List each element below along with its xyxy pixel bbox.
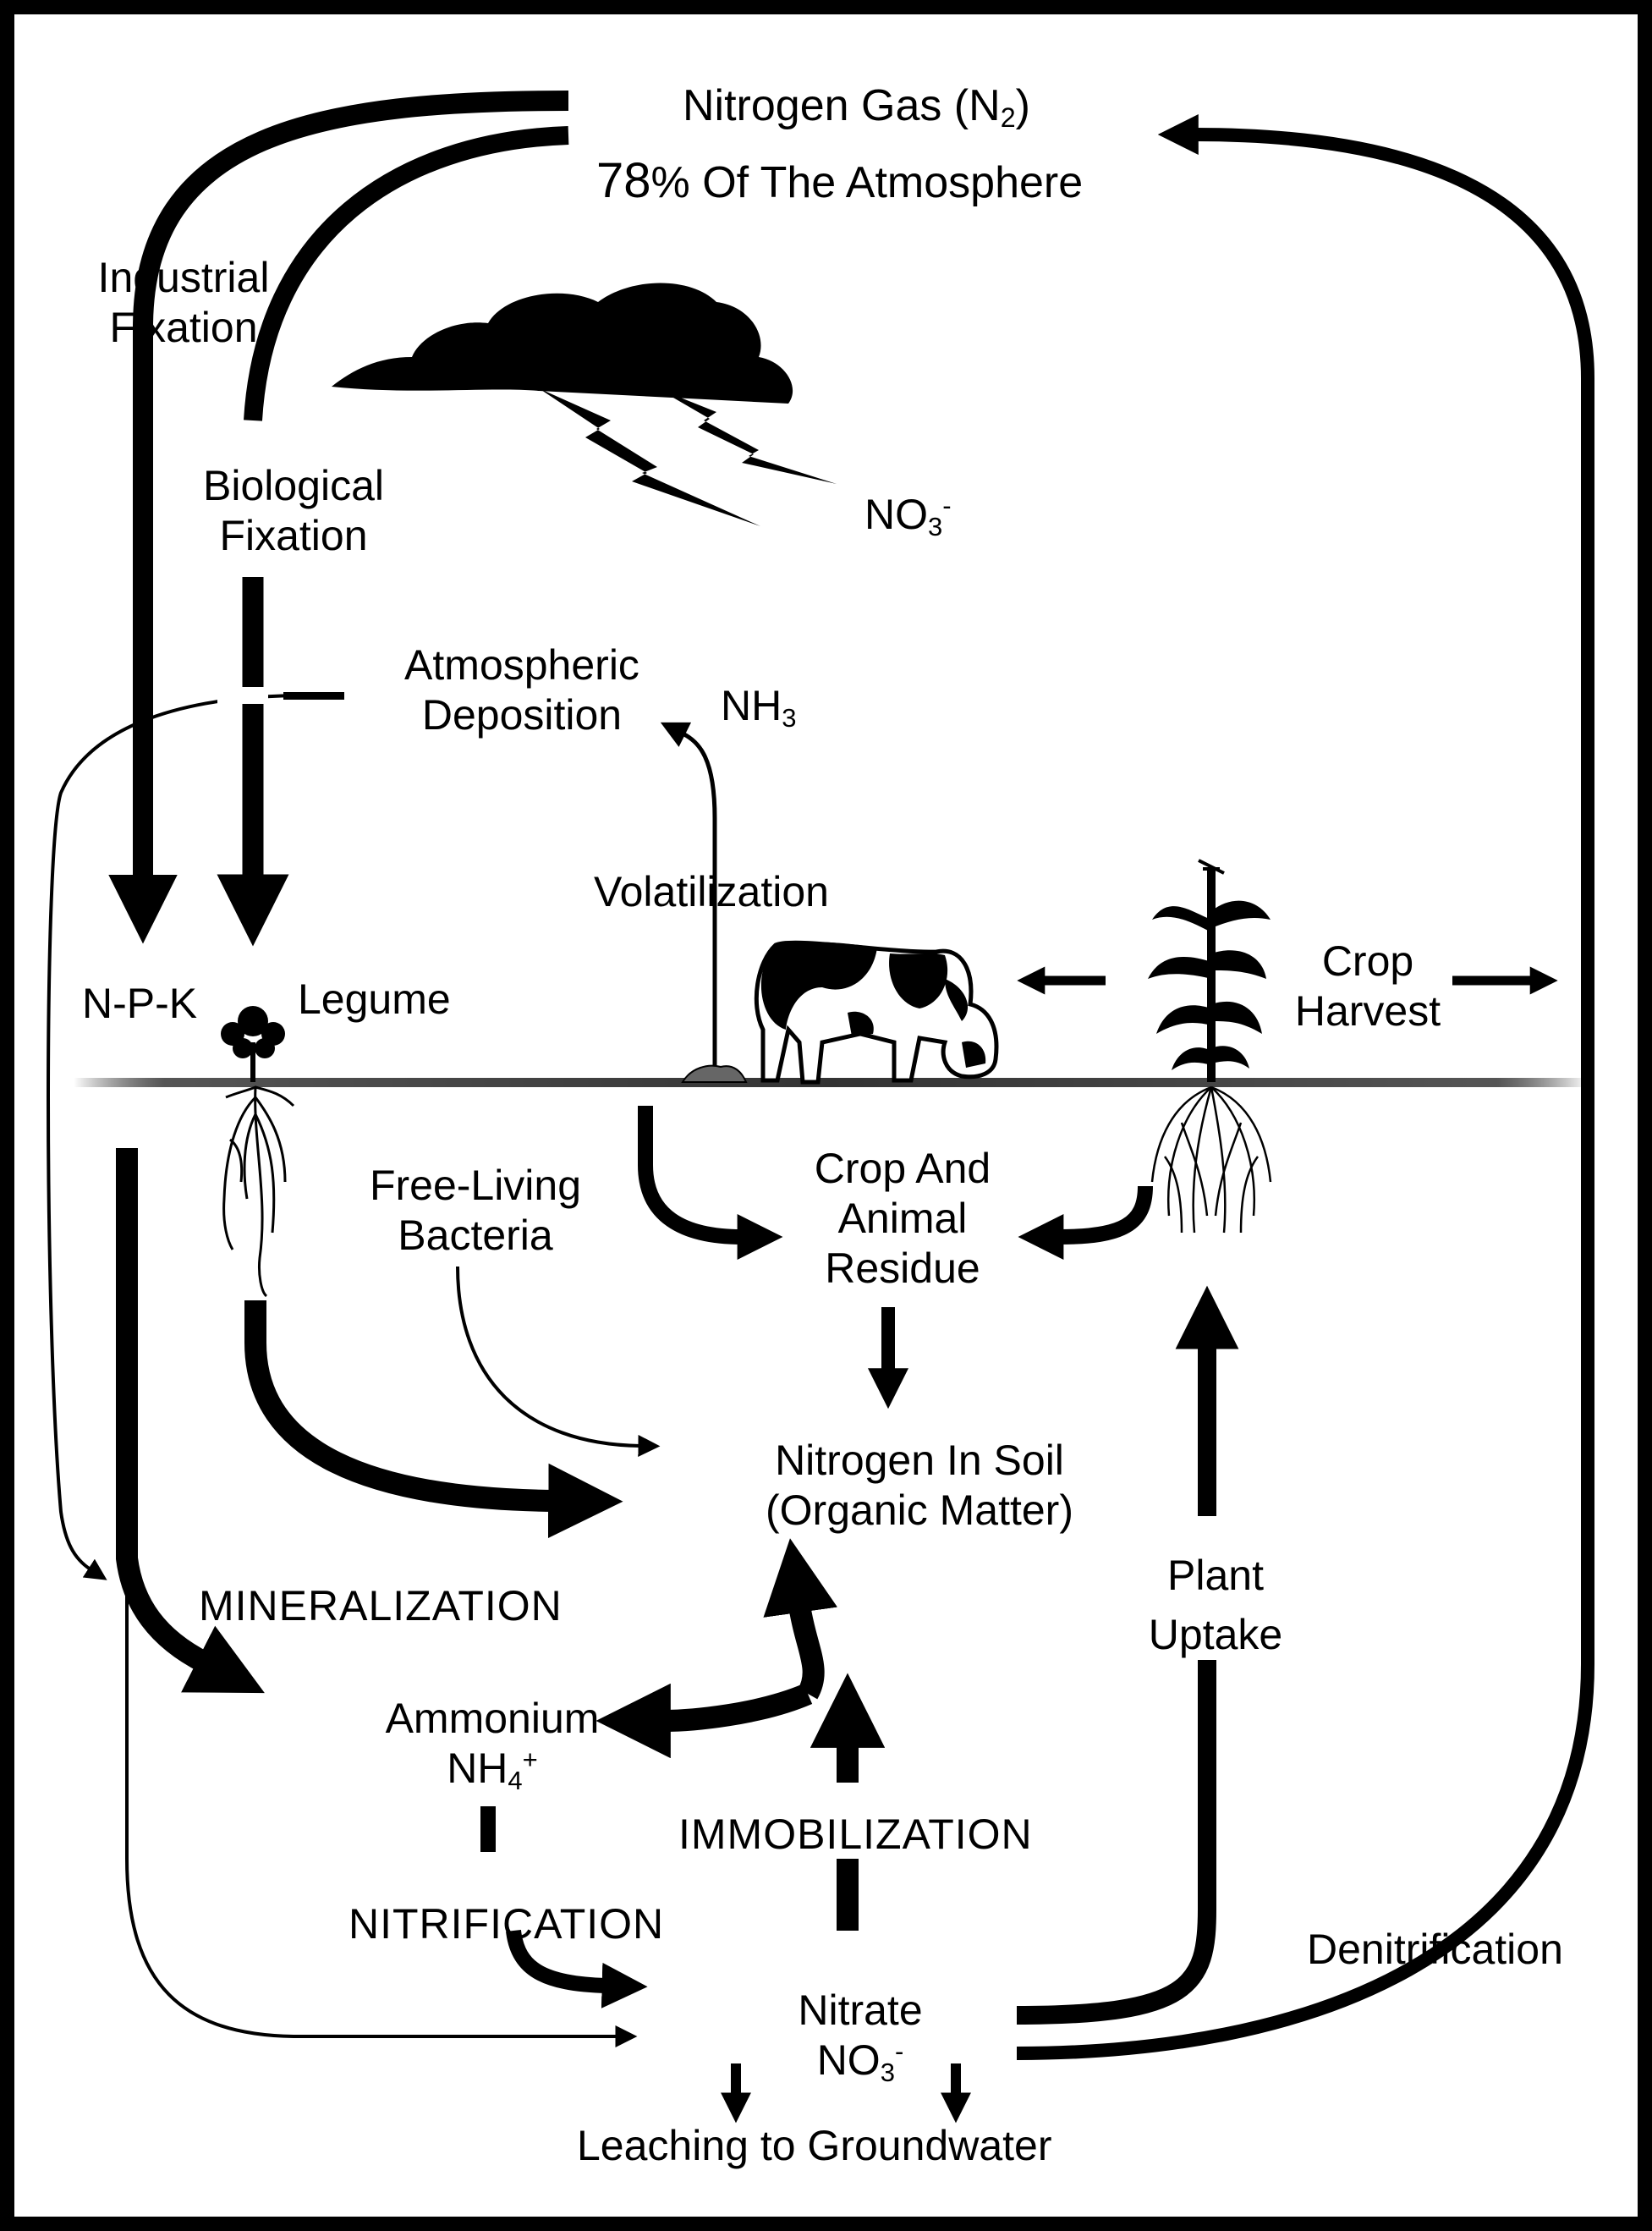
nitrate-line1: Nitrate: [798, 1986, 923, 2034]
atmospheric-deposition-line2: Deposition: [421, 691, 623, 739]
atmosphere-share-number: 78: [596, 153, 651, 208]
industrial-fixation-line2: Fixation: [109, 304, 258, 351]
ammonium-label: Ammonium NH4+: [353, 1694, 632, 1796]
crop-animal-residue-line3: Residue: [825, 1245, 980, 1292]
free-living-bacteria-line1: Free-Living: [369, 1162, 582, 1209]
crop-harvest-label: Crop Harvest: [1275, 937, 1461, 1036]
legume-soil-arrow: [244, 1300, 623, 1539]
corn-roots-icon: [1150, 1085, 1272, 1234]
crop-animal-residue-line2: Animal: [837, 1195, 968, 1242]
ammonia-label: NH3: [721, 681, 796, 734]
leaching-label: Leaching to Groundwater: [577, 2122, 1052, 2169]
immobilization-gap: [657, 1783, 1063, 1859]
crop-animal-residue-line1: Crop And: [814, 1145, 991, 1192]
nitrogen-gas-label: Nitrogen Gas (N2): [683, 80, 1030, 134]
mineralization-label: MINERALIZATION: [199, 1582, 563, 1629]
nitrate-subscript: 3: [880, 2057, 895, 2087]
atmospheric-deposition-gap-mark: [283, 692, 344, 700]
nitrogen-gas-close: ): [1015, 81, 1030, 130]
plant-uptake-gap: [1131, 1516, 1300, 1660]
legume-label: Legume: [298, 975, 451, 1023]
nitrate-formula: NO3-: [759, 2036, 962, 2088]
nitrogen-in-soil-line2: (Organic Matter): [766, 1486, 1073, 1534]
volatilization-label: Volatilization: [594, 868, 829, 915]
bacteria-soil-arrow: [456, 1266, 661, 1457]
immobilization-label: IMMOBILIZATION: [678, 1811, 1033, 1858]
nitrification-arrow: [506, 1929, 648, 2008]
biological-fixation-curve: [244, 126, 569, 421]
biological-fixation-line1: Biological: [202, 462, 384, 509]
crop-animal-residue-label: Crop And Animal Residue: [759, 1144, 1046, 1294]
nitrogen-gas-name: Nitrogen Gas (N: [683, 81, 1001, 130]
nitrate-label: Nitrate NO3-: [759, 1986, 962, 2088]
ground-line: [74, 1078, 1588, 1087]
lightning-nitrate-subscript: 3: [928, 511, 943, 541]
nitrogen-in-soil-label: Nitrogen In Soil (Organic Matter): [725, 1436, 1114, 1536]
nitrogen-in-soil-line1: Nitrogen In Soil: [775, 1437, 1064, 1484]
npk-nitrate-arrow: [125, 1554, 638, 2047]
soil-ammonium-arrow: [763, 1538, 837, 1700]
nitrate-superscript: -: [894, 2036, 904, 2066]
plant-uptake-arrow: [1016, 1285, 1239, 2025]
atmospheric-deposition-label: Atmospheric Deposition: [370, 640, 674, 740]
cow-icon: [754, 940, 999, 1085]
mineralization-arrow: [116, 1148, 265, 1694]
crop-harvest-line1: Crop: [1321, 937, 1414, 985]
ammonium-formula: NH4+: [353, 1744, 632, 1796]
ammonium-line1: Ammonium: [385, 1695, 600, 1742]
manure-residue-arrow: [638, 1106, 783, 1260]
free-living-bacteria-line2: Bacteria: [398, 1212, 553, 1259]
denitrification-label: Denitrification: [1307, 1926, 1563, 1973]
lightning-nitrate-label: NO3-: [864, 490, 952, 542]
legume-roots-icon: [222, 1085, 295, 1298]
industrial-fixation-arrow: [108, 91, 569, 944]
corn-plant-icon: [1148, 859, 1271, 1082]
lightning-bolt-icon: [539, 388, 760, 526]
ammonia-base: NH: [721, 682, 782, 729]
npk-label: N-P-K: [82, 980, 198, 1027]
plant-uptake-line2: Uptake: [1148, 1611, 1283, 1658]
plant-uptake-label: Plant Uptake: [1131, 1546, 1300, 1664]
volatilization-arrow: [660, 722, 717, 1068]
biological-fixation-label: Biological Fixation: [179, 461, 408, 561]
denitrification-arrow: [1016, 114, 1594, 2060]
ammonia-subscript: 3: [782, 702, 797, 733]
lightning-nitrate-base: NO: [864, 491, 928, 538]
industrial-fixation-line1: Industrial: [97, 254, 270, 301]
atmospheric-deposition-gap: [217, 687, 268, 704]
lightning-bolt-icon-2: [657, 388, 837, 484]
crop-harvest-line2: Harvest: [1294, 987, 1441, 1035]
cloud-icon: [332, 283, 837, 526]
industrial-fixation-label: Industrial Fixation: [74, 253, 294, 353]
plant-uptake-line1: Plant: [1167, 1552, 1264, 1599]
biological-fixation-line2: Fixation: [219, 512, 368, 559]
free-living-bacteria-label: Free-Living Bacteria: [340, 1161, 611, 1261]
diagram-panel: Nitrogen Gas (N2) 78% Of The Atmosphere …: [14, 14, 1638, 2217]
atmosphere-share-text: % Of The Atmosphere: [650, 158, 1084, 207]
manure-pile-icon: [681, 1064, 748, 1083]
lightning-nitrate-superscript: -: [942, 490, 952, 520]
atmospheric-deposition-line1: Atmospheric: [404, 641, 639, 689]
nitrification-label: NITRIFICATION: [349, 1900, 665, 1948]
ammonium-subscript: 4: [508, 1765, 523, 1795]
legume-plant-icon: [221, 1006, 285, 1082]
roots-residue-arrow: [1018, 1185, 1153, 1260]
nitrogen-cycle-diagram: [47, 91, 1594, 2124]
ammonium-superscript: +: [522, 1744, 538, 1774]
atmosphere-share-label: 78% Of The Atmosphere: [596, 152, 1083, 210]
ammonium-soil-arrow: [595, 1683, 813, 1759]
nitrogen-gas-subscript: 2: [1000, 102, 1016, 134]
atmospheric-deposition-arrow: [47, 694, 343, 1580]
nitrate-base: NO: [816, 2036, 881, 2084]
ammonium-base: NH: [447, 1745, 508, 1792]
